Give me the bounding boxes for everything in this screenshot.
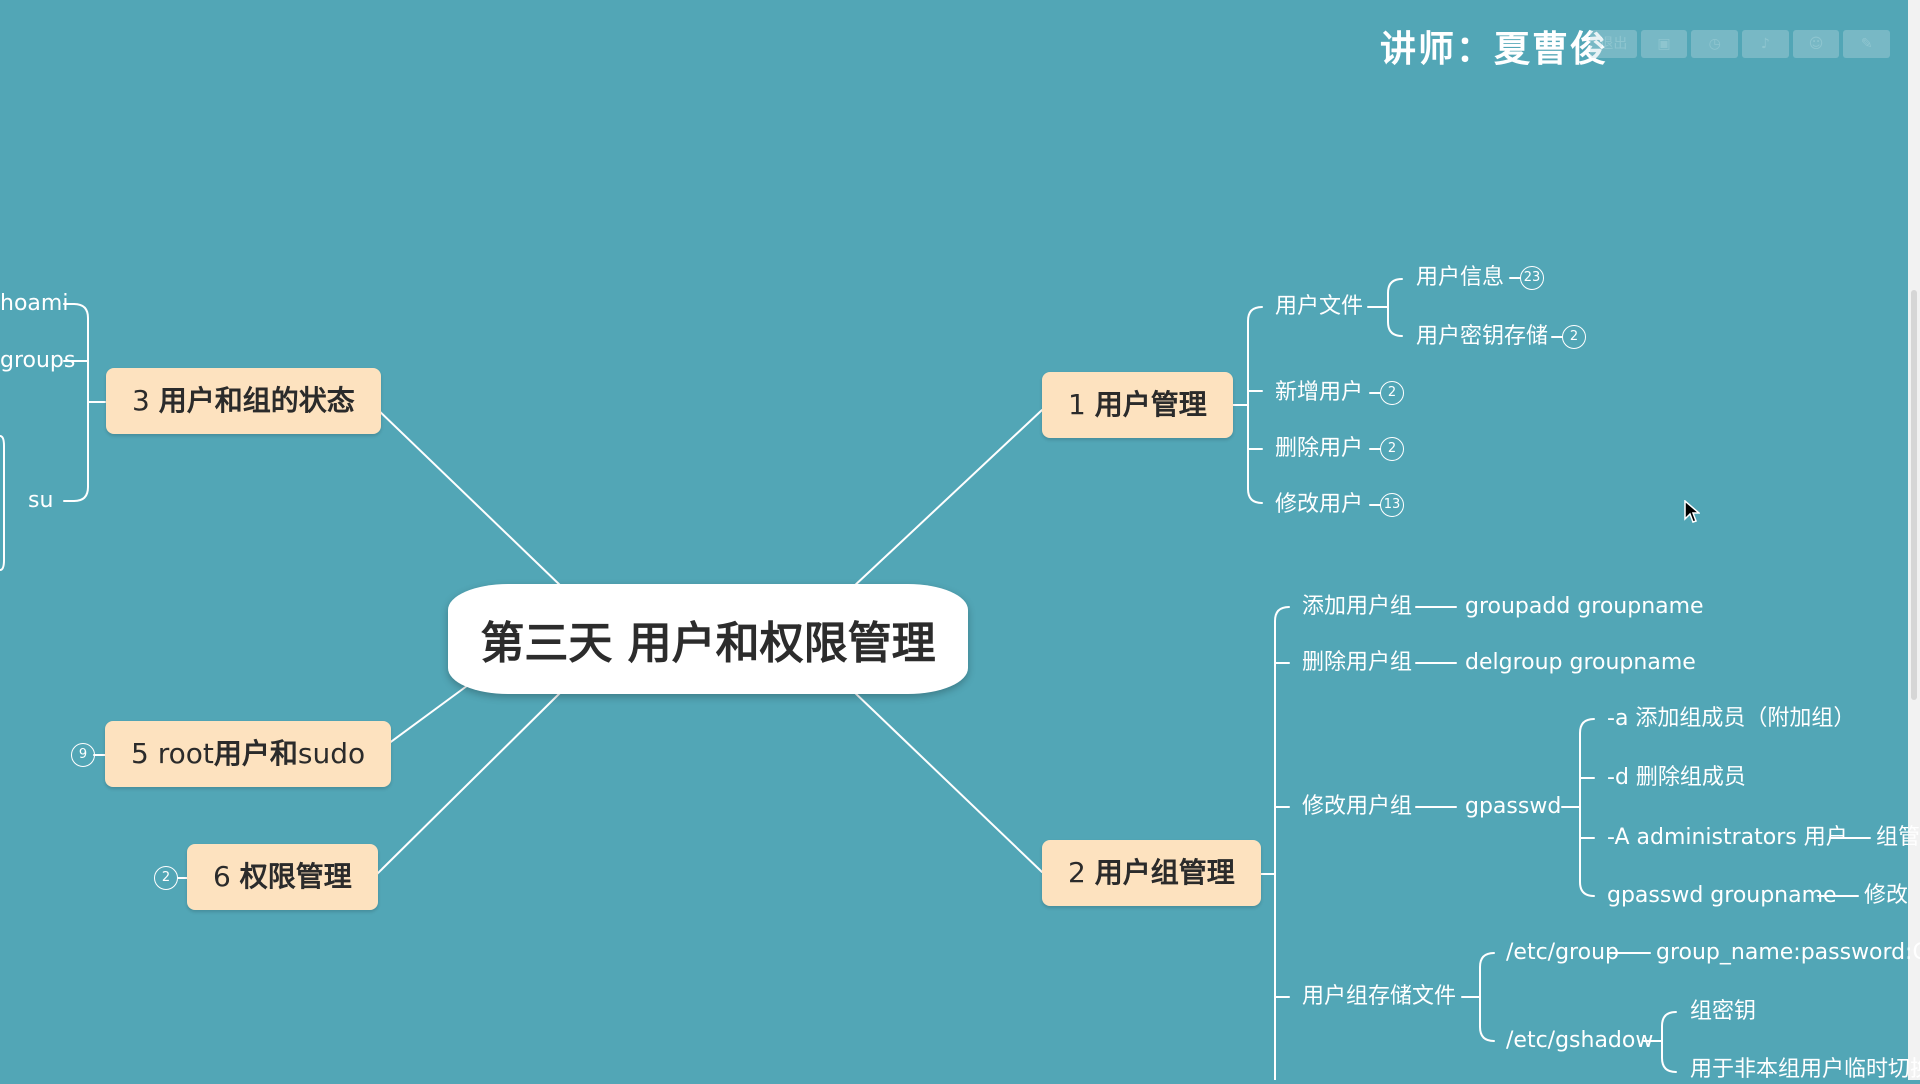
subtopic-user-file[interactable]: 用户文件 [1275, 294, 1364, 319]
bracket-t1 [1227, 306, 1263, 504]
topic-number: 5 [131, 737, 149, 770]
file-etc-gshadow[interactable]: /etc/gshadow [1506, 1028, 1654, 1053]
vertical-scrollbar[interactable] [1908, 0, 1920, 1080]
topic-label: 权限管理 [239, 860, 352, 893]
bracket-gshadow [1643, 1011, 1677, 1073]
central-title: 第三天 用户和权限管理 [480, 618, 936, 669]
topic-permission-management[interactable]: 6 权限管理 [187, 844, 378, 910]
topic-user-management[interactable]: 1 用户管理 [1042, 372, 1233, 438]
bracket-t2 [1254, 606, 1290, 1080]
topic-label-sudo: sudo [297, 737, 366, 770]
topic-number: 1 [1068, 388, 1086, 421]
subtopic-user-info[interactable]: 用户信息 [1416, 265, 1505, 290]
gshadow-group-key[interactable]: 组密钥 [1690, 999, 1757, 1024]
topic-group-management[interactable]: 2 用户组管理 [1042, 840, 1261, 906]
connector-central-t1 [851, 409, 1043, 589]
subtopic-modify-user[interactable]: 修改用户 [1275, 492, 1364, 517]
topic-number: 3 [132, 384, 150, 417]
mouse-cursor-icon [1684, 500, 1700, 523]
bracket-storage [1461, 952, 1495, 1042]
collapsed-count-badge[interactable]: 23 [1520, 266, 1544, 290]
presentation-toolbar: 退出 ▣ ◷ ♪ ☺ ✎ [1590, 30, 1891, 60]
central-topic[interactable]: 第三天 用户和权限管理 [448, 584, 968, 694]
subtopic-add-user[interactable]: 新增用户 [1275, 380, 1364, 405]
subtopic-su[interactable]: su [28, 488, 54, 513]
exit-icon[interactable]: 退出 [1590, 30, 1637, 58]
option-gpasswd-groupname[interactable]: gpasswd groupname [1607, 883, 1837, 908]
screen-icon[interactable]: ▣ [1640, 30, 1688, 58]
option-gpasswd-note[interactable]: 修改 [1864, 883, 1909, 908]
collapsed-count-badge[interactable]: 2 [1562, 325, 1586, 349]
subtopic-modify-group[interactable]: 修改用户组 [1302, 794, 1413, 819]
collapsed-count-badge[interactable]: 2 [1380, 437, 1404, 461]
option-a-add-member[interactable]: -a 添加组成员（附加组） [1607, 706, 1856, 731]
subtopic-group-storage-files[interactable]: 用户组存储文件 [1302, 984, 1457, 1009]
scrollbar-thumb[interactable] [1911, 290, 1917, 700]
subtopic-delete-group[interactable]: 删除用户组 [1302, 650, 1413, 675]
option-d-delete-member[interactable]: -d 删除组成员 [1607, 765, 1746, 790]
etc-group-format[interactable]: group_name:password:GID [1656, 940, 1920, 965]
subtopic-add-group[interactable]: 添加用户组 [1302, 594, 1413, 619]
topic-user-group-status[interactable]: 3 用户和组的状态 [106, 368, 381, 434]
subtopic-whoami[interactable]: hoami [0, 291, 69, 316]
pin-icon[interactable]: ✎ [1843, 30, 1891, 58]
bracket-user-file [1367, 278, 1403, 337]
collapsed-count-badge[interactable]: 13 [1380, 493, 1404, 517]
face-icon[interactable]: ☺ [1792, 30, 1840, 58]
collapsed-count-badge[interactable]: 9 [71, 743, 95, 767]
music-icon[interactable]: ♪ [1742, 30, 1789, 58]
connector-central-t2 [851, 689, 1043, 873]
connector-central-t3 [372, 404, 564, 589]
option-A-note[interactable]: 组管 [1876, 825, 1920, 850]
topic-label-mid: 用户和 [213, 737, 298, 770]
file-etc-group[interactable]: /etc/group [1506, 940, 1619, 965]
topic-root-and-sudo[interactable]: 5 root用户和sudo [105, 721, 392, 787]
topic-label-root: root [157, 737, 214, 770]
topic-label: 用户组管理 [1094, 856, 1235, 889]
topic-number: 6 [213, 860, 231, 893]
cmd-groupadd[interactable]: groupadd groupname [1465, 594, 1704, 619]
instructor-label: 讲师：夏曹俊 [1380, 29, 1609, 70]
bracket-t3 [73, 303, 106, 502]
gshadow-temp-switch[interactable]: 用于非本组用户临时切换 [1690, 1057, 1920, 1082]
cmd-delgroup[interactable]: delgroup groupname [1465, 650, 1696, 675]
cmd-gpasswd[interactable]: gpasswd [1465, 794, 1562, 819]
subtopic-groups[interactable]: groups [0, 348, 76, 373]
collapsed-count-badge[interactable]: 2 [1380, 381, 1404, 405]
bracket-gpasswd [1561, 718, 1595, 897]
option-A-administrators[interactable]: -A administrators 用户 [1607, 825, 1848, 850]
subtopic-delete-user[interactable]: 删除用户 [1275, 436, 1364, 461]
topic-number: 2 [1068, 856, 1086, 889]
topic-label: 用户和组的状态 [158, 384, 355, 417]
clock-icon[interactable]: ◷ [1691, 30, 1739, 58]
subtopic-user-password-storage[interactable]: 用户密钥存储 [1416, 324, 1549, 349]
collapsed-count-badge[interactable]: 2 [154, 866, 178, 890]
connector-central-t6 [372, 689, 564, 879]
topic-label: 用户管理 [1094, 388, 1207, 421]
bracket-su-left [0, 435, 5, 571]
